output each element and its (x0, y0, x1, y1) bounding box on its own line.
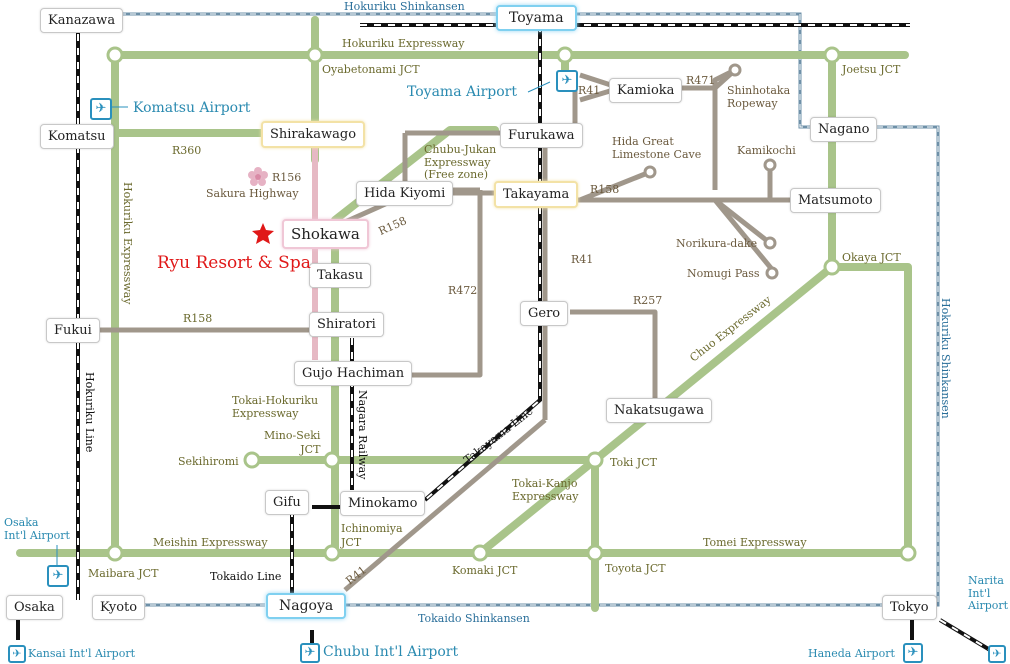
toyama-airport-label[interactable]: Toyama Airport (407, 84, 517, 100)
junction-marker (556, 46, 574, 64)
r41-mid-label: R41 (571, 253, 594, 266)
junction-marker (306, 46, 324, 64)
airplane-icon: ✈ (988, 645, 1006, 663)
hida-great-limestone-cave-label: Hida Great Limestone Cave (612, 135, 702, 162)
city-komatsu[interactable]: Komatsu (40, 124, 114, 149)
junction-marker (323, 544, 341, 562)
junction-marker (106, 544, 124, 562)
nagara-railway-label: Nagara Railway (356, 390, 369, 480)
junction-marker (323, 451, 341, 469)
city-osaka[interactable]: Osaka (6, 595, 63, 620)
r257-label: R257 (633, 294, 663, 307)
city-shokawa[interactable]: Shokawa (282, 219, 369, 249)
city-minokamo[interactable]: Minokamo (340, 491, 426, 516)
junction-markers (106, 46, 917, 562)
city-gifu[interactable]: Gifu (265, 490, 309, 515)
junction-marker (586, 451, 604, 469)
rail-lines (16, 20, 992, 652)
tokai-kanjo-expressway-label: Tokai-Kanjo Expressway (512, 477, 579, 504)
oyabetonami-jct-label: Oyabetonami JCT (322, 63, 420, 76)
airplane-icon: ✈ (47, 565, 69, 587)
city-gero[interactable]: Gero (520, 301, 569, 326)
airplane-icon: ✈ (903, 643, 923, 663)
tomei-expressway-label: Tomei Expressway (703, 536, 807, 549)
junction-marker (586, 544, 604, 562)
city-nagoya[interactable]: Nagoya (266, 593, 347, 619)
hokuriku-expressway-vertical-label: Hokuriku Expressway (121, 182, 134, 305)
city-furukawa[interactable]: Furukawa (500, 123, 583, 148)
maibara-jct-label: Maibara JCT (88, 567, 159, 580)
sakura-flower-icon (248, 167, 268, 186)
r158-fukui-label: R158 (183, 312, 213, 325)
hokuriku-line-label: Hokuriku Line (83, 372, 96, 453)
joetsu-jct-label: Joetsu JCT (842, 63, 901, 76)
hokuriku-shinkansen-right-label: Hokuriku Shinkansen (939, 298, 952, 419)
kamikochi-label: Kamikochi (737, 144, 796, 157)
city-matsumoto[interactable]: Matsumoto (790, 188, 881, 213)
r472-label: R472 (448, 284, 478, 297)
star-icon (252, 223, 274, 244)
city-nagano[interactable]: Nagano (810, 117, 878, 142)
tokai-hokuriku-expressway-label: Tokai-Hokuriku Expressway (232, 394, 319, 421)
hokuriku-expressway-label: Hokuriku Expressway (342, 37, 465, 50)
city-fukui[interactable]: Fukui (46, 318, 100, 343)
airplane-icon: ✈ (90, 98, 112, 120)
chubu-airport-label[interactable]: Chubu Int'l Airport (323, 644, 459, 660)
norikura-dake-label: Norikura-dake (676, 237, 758, 250)
chubu-jukan-expressway-label: Chubu-Jukan Expressway (Free zone) (424, 143, 497, 182)
r471-label: R471 (686, 74, 716, 87)
junction-marker (823, 46, 841, 64)
narita-airport-label[interactable]: Narita Int'l Airport (968, 574, 1009, 613)
mino-seki-jct-label: Mino-Seki JCT (264, 429, 321, 456)
r156-label: R156 (272, 171, 302, 184)
meishin-expressway-label: Meishin Expressway (153, 536, 268, 549)
osaka-airport-label[interactable]: Osaka Int'l Airport (4, 516, 70, 542)
city-takasu[interactable]: Takasu (309, 263, 372, 288)
nomugi-pass-label: Nomugi Pass (687, 267, 760, 280)
tokaido-shinkansen-label: Tokaido Shinkansen (418, 612, 530, 625)
okaya-jct-label: Okaya JCT (842, 251, 901, 264)
resort-label[interactable]: Ryu Resort & Spa (157, 253, 311, 273)
hokuriku-shinkansen-top-label: Hokuriku Shinkansen (344, 0, 465, 13)
airplane-icon: ✈ (300, 643, 320, 663)
sekihiromi-label: Sekihiromi (178, 455, 239, 468)
r360-label: R360 (172, 144, 202, 157)
city-kamioka[interactable]: Kamioka (609, 78, 683, 103)
city-gujo-hachiman[interactable]: Gujo Hachiman (294, 361, 413, 386)
city-kanazawa[interactable]: Kanazawa (40, 8, 124, 33)
shinhotaka-ropeway-label: Shinhotaka Ropeway (727, 84, 791, 111)
ichinomiya-jct-label: Ichinomiya JCT (341, 522, 403, 549)
airplane-icon: ✈ (8, 645, 26, 663)
junction-marker (106, 46, 124, 64)
city-shirakawago[interactable]: Shirakawago (261, 121, 366, 148)
junction-marker (471, 544, 489, 562)
komatsu-airport-label[interactable]: Komatsu Airport (133, 100, 251, 116)
junction-marker (243, 451, 261, 469)
haneda-airport-label[interactable]: Haneda Airport (808, 647, 895, 660)
kansai-airport-label[interactable]: Kansai Int'l Airport (28, 647, 136, 660)
city-shiratori[interactable]: Shiratori (309, 312, 384, 337)
city-nakatsugawa[interactable]: Nakatsugawa (606, 398, 712, 423)
expressways (16, 16, 914, 612)
city-toyama[interactable]: Toyama (496, 5, 577, 31)
sakura-highway-label: Sakura Highway (206, 187, 299, 200)
toyota-jct-label: Toyota JCT (605, 562, 666, 575)
city-takayama[interactable]: Takayama (494, 181, 579, 208)
komaki-jct-label: Komaki JCT (452, 564, 518, 577)
toki-jct-label: Toki JCT (610, 456, 657, 469)
junction-marker (899, 544, 917, 562)
city-hida-kiyomi[interactable]: Hida Kiyomi (356, 181, 454, 206)
tokaido-line-label: Tokaido Line (210, 570, 282, 583)
city-kyoto[interactable]: Kyoto (92, 595, 146, 620)
airplane-icon: ✈ (556, 70, 578, 92)
r158-takayama-label: R158 (590, 183, 620, 196)
junction-marker (823, 258, 841, 276)
r41-top-label: R41 (578, 84, 601, 97)
city-tokyo[interactable]: Tokyo (882, 595, 937, 620)
